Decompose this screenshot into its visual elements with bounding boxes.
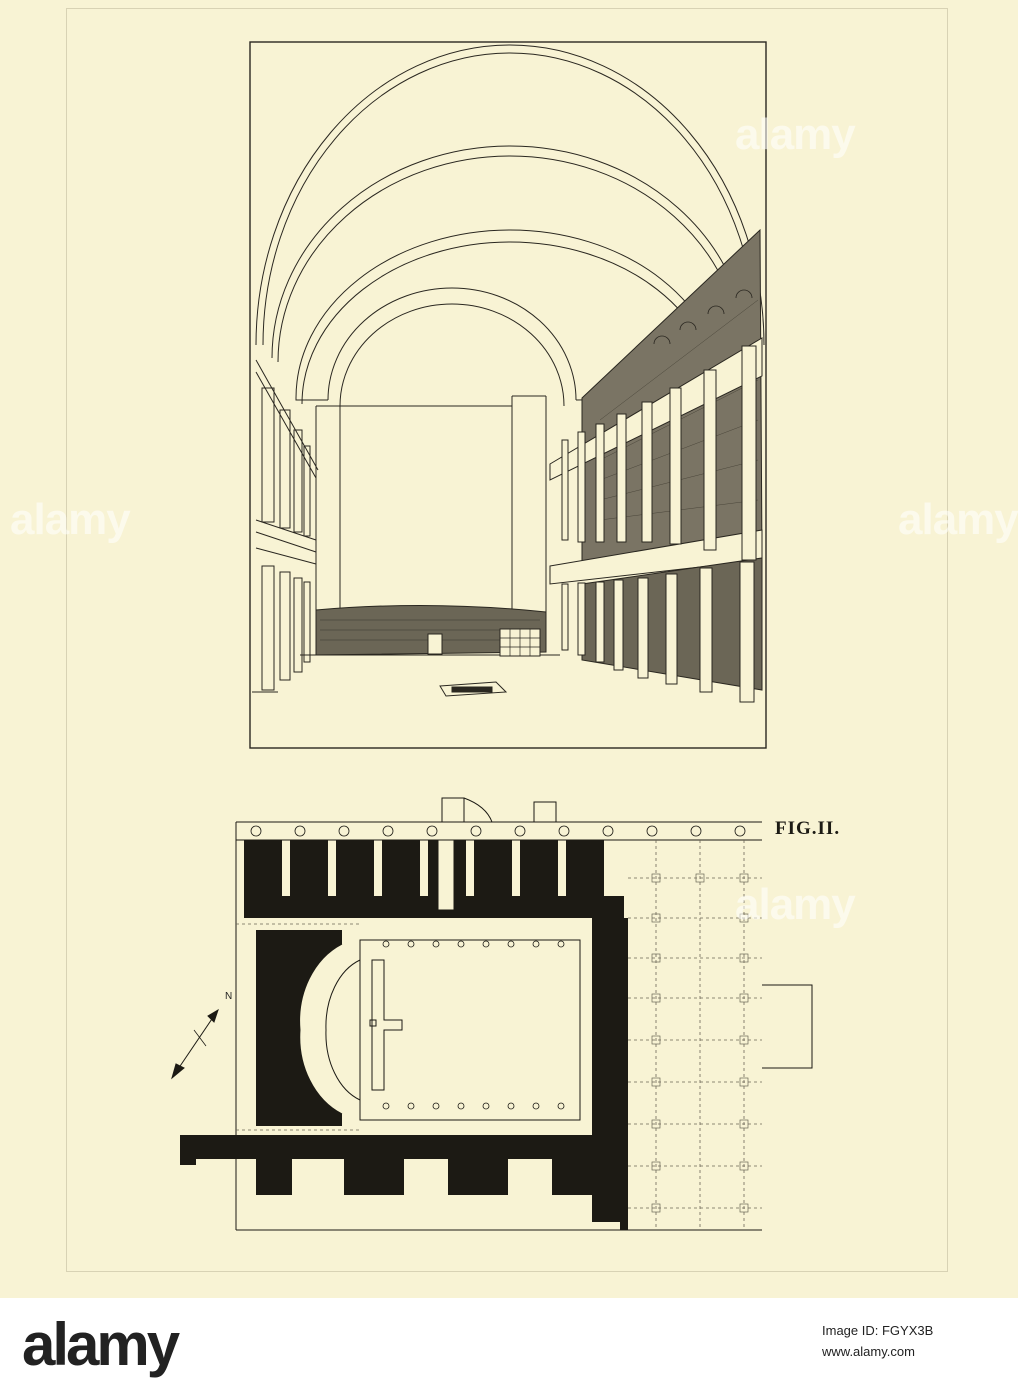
right-colonnade — [549, 228, 763, 703]
watermark: alamy — [735, 880, 856, 929]
left-colonnade — [252, 359, 319, 693]
interior-perspective-drawing — [249, 41, 767, 749]
figure-label: FIG.II. — [775, 818, 841, 839]
watermark: alamy — [10, 495, 131, 544]
alamy-logo: alamy — [22, 1311, 180, 1378]
stock-url[interactable]: www.alamy.com — [822, 1344, 915, 1359]
watermark: alamy — [735, 110, 856, 159]
compass-arrow-icon — [171, 1008, 219, 1080]
compass-north-label: N — [225, 991, 233, 1002]
image-id: Image ID: FGYX3B — [822, 1323, 934, 1338]
engraving — [171, 41, 813, 1231]
book-page: N FIG.II. alamy alamy alamy alamy — [0, 0, 1018, 1298]
watermark: alamy — [898, 495, 1018, 544]
stock-footer — [0, 1298, 1018, 1390]
page-border — [66, 8, 948, 1272]
ground-plan — [180, 797, 813, 1231]
